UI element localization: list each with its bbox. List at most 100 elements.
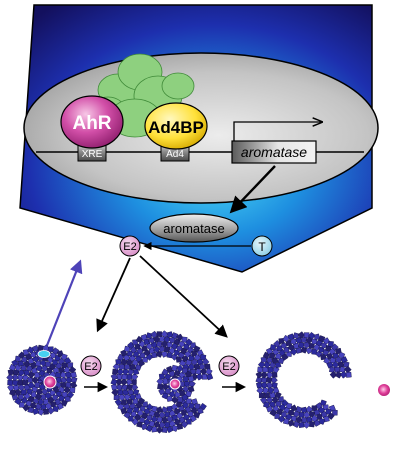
follicle-3-granulosa-cell — [334, 371, 343, 379]
follicle-2-granulosa-cell — [115, 383, 123, 391]
follicle-3-granulosa-cell — [270, 376, 278, 384]
follicle-1-granulosa-cell — [39, 359, 48, 367]
follicle-2-granulosa-cell — [142, 356, 149, 363]
follicle-1-granulosa-cell — [51, 394, 59, 402]
ahr-label: AhR — [72, 113, 111, 134]
follicle-2-granulosa-cell — [158, 421, 166, 429]
follicle-3-granulosa-cell — [255, 371, 264, 379]
follicle-2-granulosa-cell — [160, 416, 169, 424]
follicle-3-granulosa-cell — [339, 371, 348, 379]
follicle-2-cumulus-cell — [182, 376, 189, 382]
follicle-2-granulosa-cell — [186, 418, 192, 425]
follicle-2-cumulus-cell — [176, 364, 184, 373]
follicle-1-granulosa-cell — [36, 398, 45, 406]
estradiol-molecule-3 — [218, 355, 240, 377]
follicle-1-granulosa-cell — [27, 377, 33, 383]
follicle-3-granulosa-cell — [322, 337, 331, 345]
follicle-1-granulosa-cell — [22, 383, 31, 392]
follicle-2-cumulus-cell — [161, 368, 169, 376]
follicle-2-granulosa-cell — [195, 373, 204, 381]
follicle-2-granulosa-cell — [188, 355, 195, 361]
follicle-2-granulosa-cell — [201, 357, 210, 366]
estradiol-molecule-2 — [80, 355, 102, 377]
follicle-3-granulosa-cell — [255, 381, 263, 389]
follicle-3-granulosa-cell — [334, 356, 343, 364]
follicle-1-granulosa-cell — [17, 383, 26, 392]
testosterone-molecule — [251, 235, 273, 257]
follicle-1-granulosa-cell — [63, 366, 71, 374]
follicle-2-granulosa-cell — [166, 331, 174, 338]
follicle-1-granulosa-cell — [69, 381, 78, 389]
follicle-3-granulosa-cell — [303, 332, 310, 338]
follicle-2-granulosa-cell — [187, 363, 196, 371]
follicle-2-granulosa-cell — [139, 352, 146, 359]
follicle-3-granulosa-cell — [300, 406, 308, 414]
follicle-3-granulosa-cell — [274, 361, 282, 369]
follicle-2-cumulus-cell — [166, 395, 173, 402]
follicle-2-granulosa-cell — [191, 350, 198, 357]
follicle-2-cumulus-cell — [182, 367, 188, 374]
follicle-1-granulosa-cell — [9, 389, 17, 396]
follicle-1-granulosa-cell — [21, 373, 30, 382]
follicle-3-granulosa-cell — [292, 332, 300, 340]
follicle-3-granulosa-cell — [313, 333, 321, 341]
follicle-2-granulosa-cell — [117, 403, 125, 411]
follicle-2-cumulus-cell — [184, 370, 193, 378]
follicle-2-granulosa-cell — [193, 345, 201, 353]
follicle-2-granulosa-cell — [176, 423, 184, 430]
follicle-2-granulosa-cell — [190, 358, 199, 367]
follicle-2-cumulus-cell — [173, 391, 181, 399]
aromatase-protein — [149, 213, 239, 243]
testosterone-label: T — [258, 240, 266, 254]
follicle-2-granulosa-cell — [136, 421, 143, 428]
follicle-2-granulosa-cell — [121, 367, 130, 376]
follicle-2-granulosa-cell — [123, 363, 131, 371]
follicle-2-cumulus-cell — [158, 373, 165, 380]
follicle-1-granulosa-cell — [70, 371, 77, 379]
follicle-3-granulosa-cell — [331, 360, 340, 369]
follicle-2-granulosa-cell — [201, 374, 208, 380]
follicle-3-granulosa-cell — [343, 365, 352, 374]
follicle-2-granulosa-cell — [112, 362, 121, 371]
follicle-2-granulosa-cell — [169, 336, 176, 344]
follicle-2-granulosa-cell — [183, 343, 190, 350]
follicle-3-granulosa-cell — [297, 331, 306, 339]
follicle-2-granulosa-cell — [153, 335, 161, 344]
follicle-3-granulosa-cell — [311, 348, 318, 355]
follicle-1-granulosa-cell — [40, 387, 49, 396]
follicle-2-granulosa-cell — [187, 411, 194, 418]
e2-to-follicle-1-arrow — [96, 257, 131, 333]
follicle-3-granulosa-cell — [269, 344, 277, 351]
follicle-2-granulosa-cell — [176, 333, 184, 342]
follicle-2-cumulus-cell — [181, 393, 189, 402]
follicle-1-granulosa-cell — [64, 395, 71, 403]
follicle-3-granulosa-cell — [337, 351, 346, 359]
follicle-2-granulosa-cell — [189, 342, 197, 349]
follicle-2-granulosa-cell — [111, 383, 118, 391]
follicle-3-granulosa-cell — [282, 334, 290, 343]
follicle-2-cumulus-cell — [188, 380, 196, 388]
follicle-2-granulosa-cell — [160, 406, 169, 414]
follicle-1-granulosa-cell — [49, 351, 57, 359]
follicle-2-granulosa-cell — [130, 373, 139, 381]
follicle-1-granulosa-cell — [31, 376, 39, 384]
follicle-2-granulosa-cell — [150, 330, 158, 339]
follicle-1-granulosa-cell — [17, 368, 25, 377]
follicle-1-granulosa-cell — [30, 391, 37, 399]
estradiol-label-3: E2 — [222, 361, 235, 373]
follicle-3-granulosa-cell — [283, 347, 290, 353]
follicle-2-granulosa-cell — [125, 378, 133, 386]
follicle-1-granulosa-cell — [40, 394, 47, 400]
follicle-2-cumulus-cell — [161, 382, 170, 391]
follicle-2-granulosa-cell — [150, 415, 159, 424]
follicle-3-granulosa-cell — [282, 418, 290, 425]
follicle-2-granulosa-cell — [113, 394, 120, 401]
ahr-protein — [60, 95, 124, 149]
ad4bp-protein — [144, 102, 208, 150]
follicle-2-granulosa-cell — [159, 336, 165, 342]
estradiol-label: E2 — [123, 241, 136, 253]
expression-arrow — [229, 165, 276, 214]
follicle-2-granulosa-cell — [110, 373, 118, 381]
follicle-1-granulosa-cell — [60, 376, 68, 384]
follicle-2-granulosa-cell — [116, 367, 125, 376]
